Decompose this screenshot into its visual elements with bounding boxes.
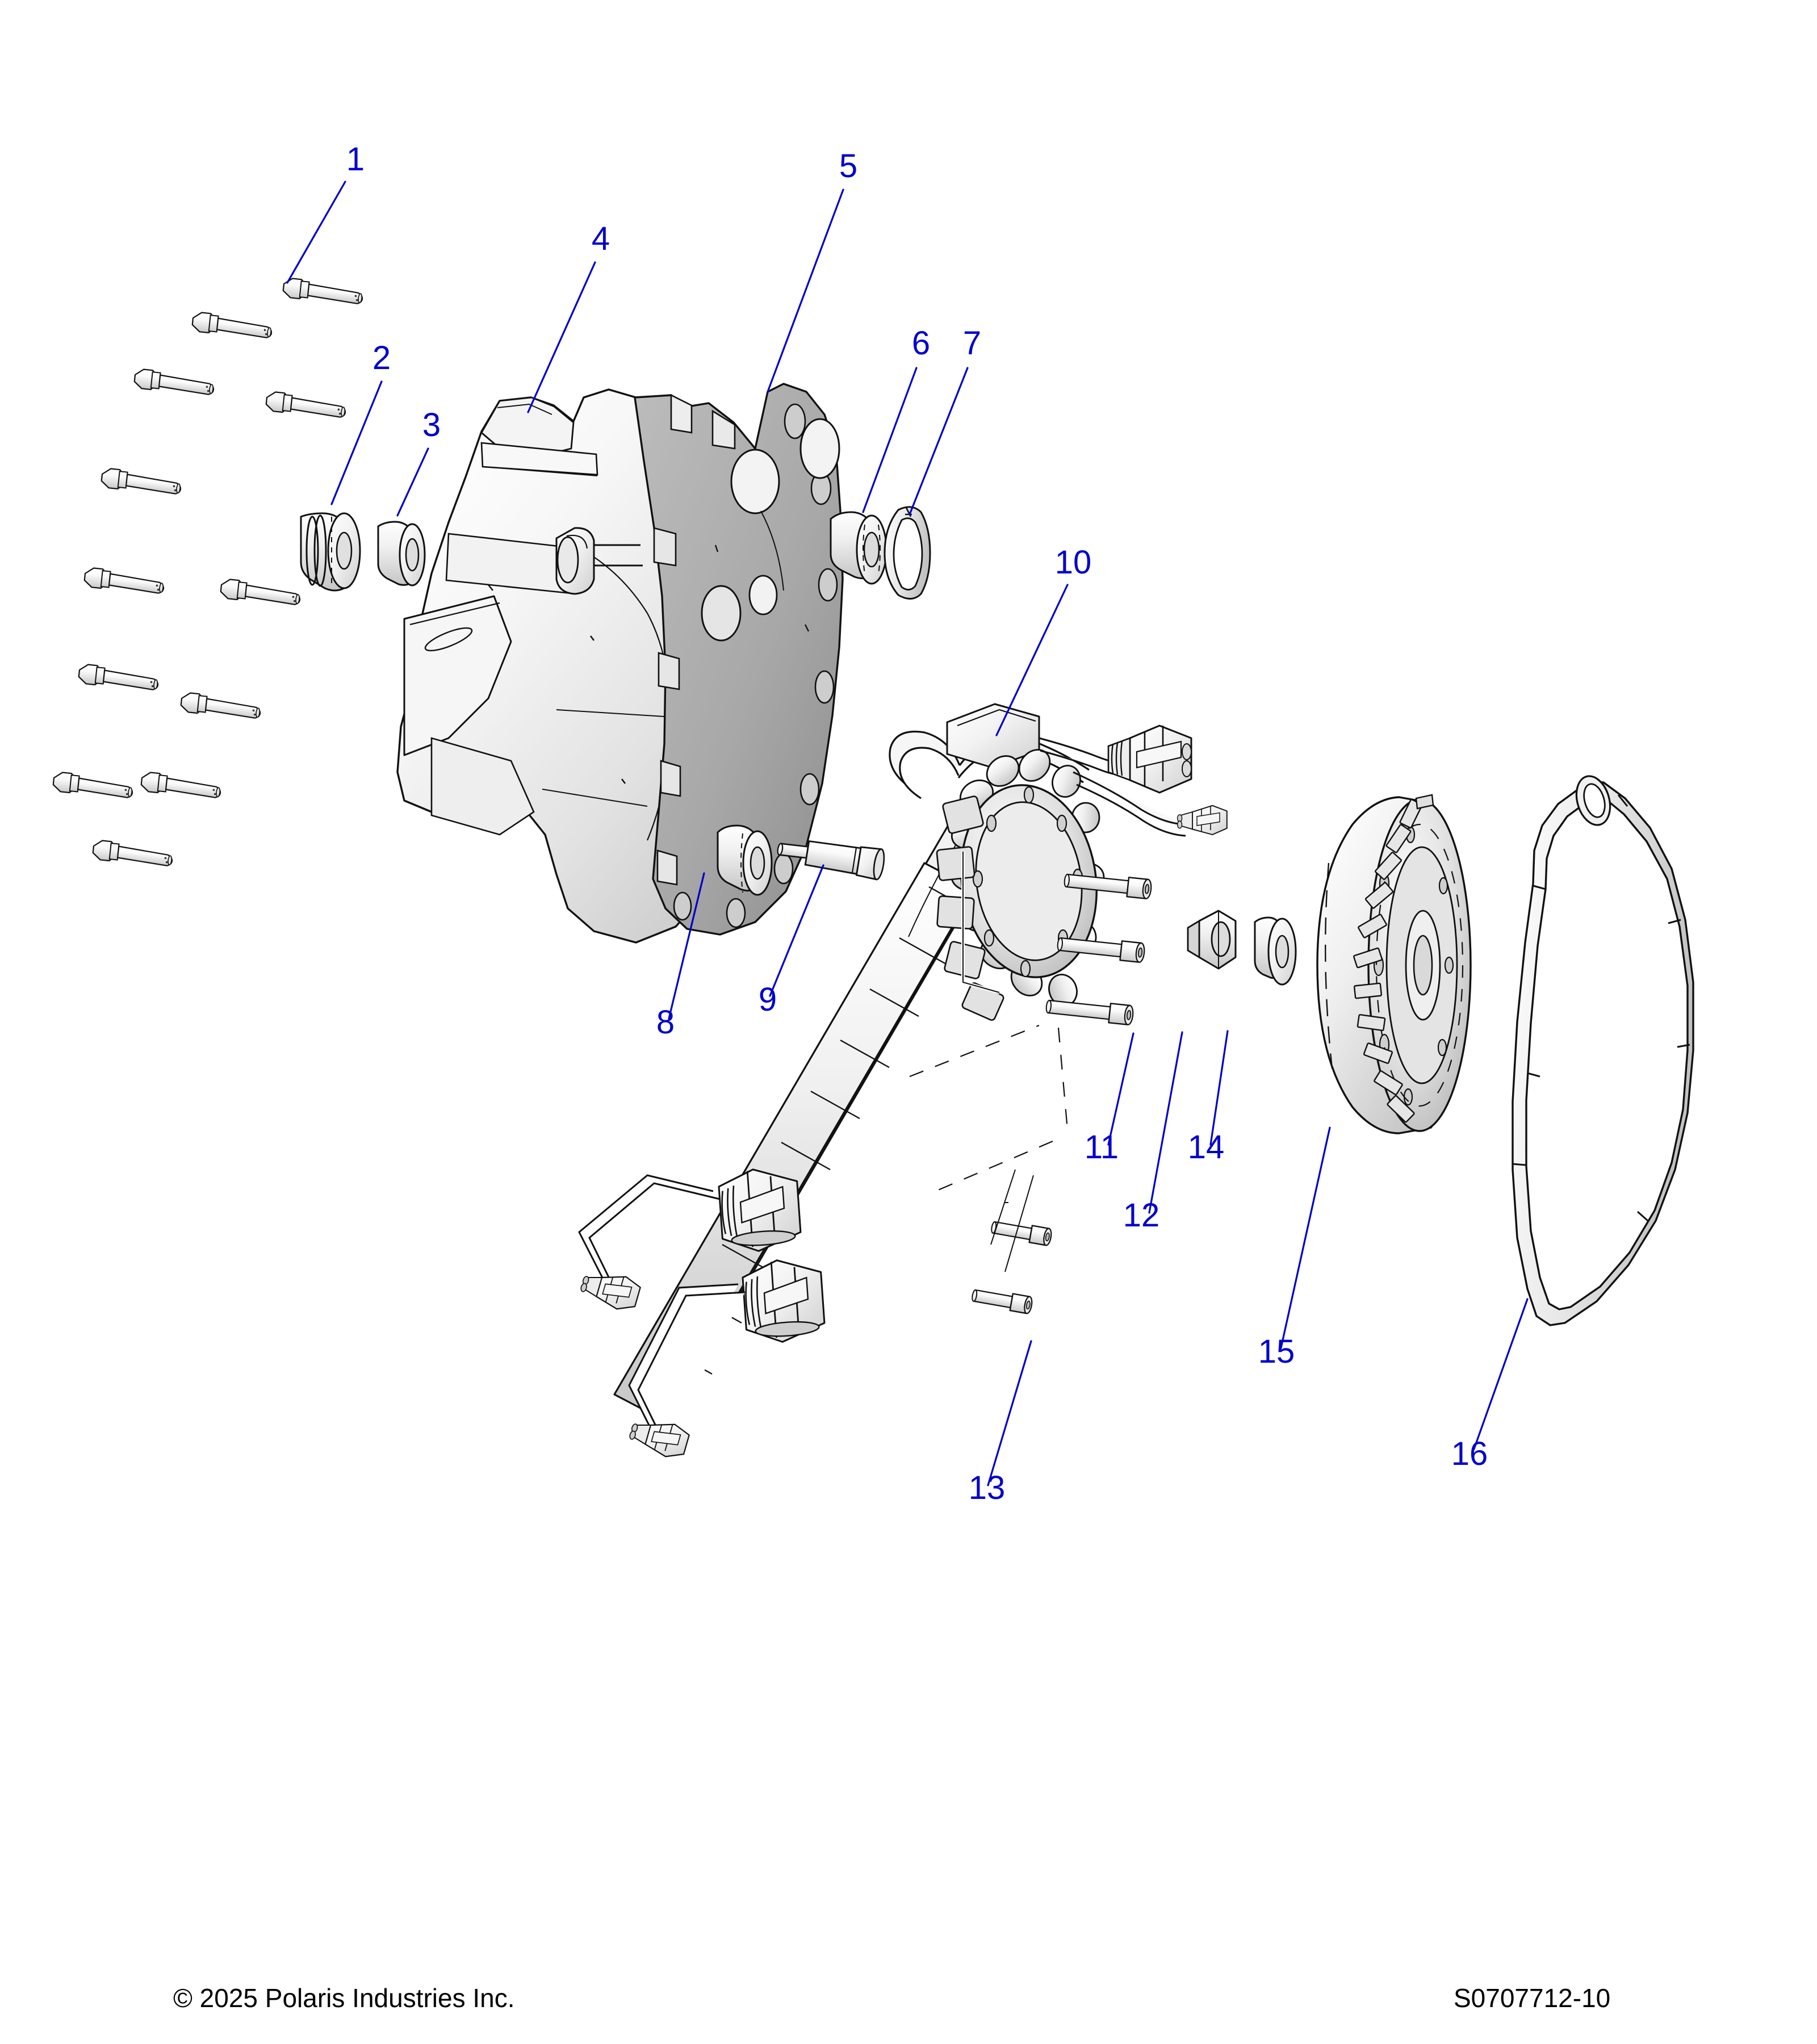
leader-line-5 <box>767 189 844 393</box>
leader-line-13 <box>987 1340 1032 1486</box>
callout-label-10[interactable]: 10 <box>1055 544 1092 581</box>
callout-label-6[interactable]: 6 <box>912 325 930 362</box>
leader-line-9 <box>769 864 824 997</box>
part-stator-assembly <box>936 703 1228 1021</box>
part-cover-gasket-flange <box>634 383 844 936</box>
leader-line-8 <box>668 872 705 1020</box>
part-hex-nut <box>1187 910 1237 970</box>
leader-line-11 <box>1107 1032 1134 1146</box>
leader-line-7 <box>909 367 969 516</box>
leader-line-4 <box>527 261 596 413</box>
callout-label-5[interactable]: 5 <box>839 148 857 185</box>
leader-line-2 <box>330 380 383 505</box>
part-crankcase-cover <box>396 388 739 944</box>
callout-label-9[interactable]: 9 <box>759 981 777 1018</box>
callout-label-15[interactable]: 15 <box>1258 1333 1295 1370</box>
part-washer-shim <box>377 521 426 587</box>
callout-label-7[interactable]: 7 <box>963 325 981 362</box>
leader-line-16 <box>1473 1298 1529 1450</box>
leader-line-10 <box>995 584 1069 736</box>
leader-line-6 <box>862 367 918 513</box>
part-flat-washer <box>1254 916 1297 986</box>
part-dowel-pin <box>777 840 885 881</box>
callout-label-13[interactable]: 13 <box>969 1469 1006 1506</box>
drawing-part-number: S0707712-10 <box>1454 1983 1611 2013</box>
part-cover-o-ring <box>1512 775 1694 1326</box>
part-harness-connector-group <box>577 1168 826 1462</box>
callout-label-3[interactable]: 3 <box>422 407 441 443</box>
part-cap-screw-group <box>909 1024 1069 1315</box>
leader-line-14 <box>1209 1030 1229 1146</box>
leader-line-3 <box>396 447 429 517</box>
leader-line-12 <box>1148 1031 1183 1214</box>
callout-label-2[interactable]: 2 <box>372 340 391 376</box>
callout-label-11[interactable]: 11 <box>1085 1129 1119 1166</box>
part-retaining-ring <box>884 506 931 600</box>
part-oil-seal-plug <box>300 512 361 592</box>
part-ball-bearing <box>830 511 887 585</box>
callout-label-14[interactable]: 14 <box>1188 1129 1225 1166</box>
callout-label-4[interactable]: 4 <box>592 220 610 257</box>
copyright-notice: © 2025 Polaris Industries Inc. <box>173 1983 515 2013</box>
leader-line-1 <box>286 181 346 284</box>
callout-label-16[interactable]: 16 <box>1451 1435 1488 1472</box>
callout-label-1[interactable]: 1 <box>346 141 365 178</box>
leader-line-15 <box>1280 1126 1331 1349</box>
callout-label-12[interactable]: 12 <box>1123 1197 1160 1234</box>
callout-leader-lines <box>286 181 1529 1486</box>
part-bearing-spacer <box>717 824 773 896</box>
part-flywheel-rotor <box>1316 794 1472 1134</box>
callout-label-8[interactable]: 8 <box>656 1004 675 1041</box>
